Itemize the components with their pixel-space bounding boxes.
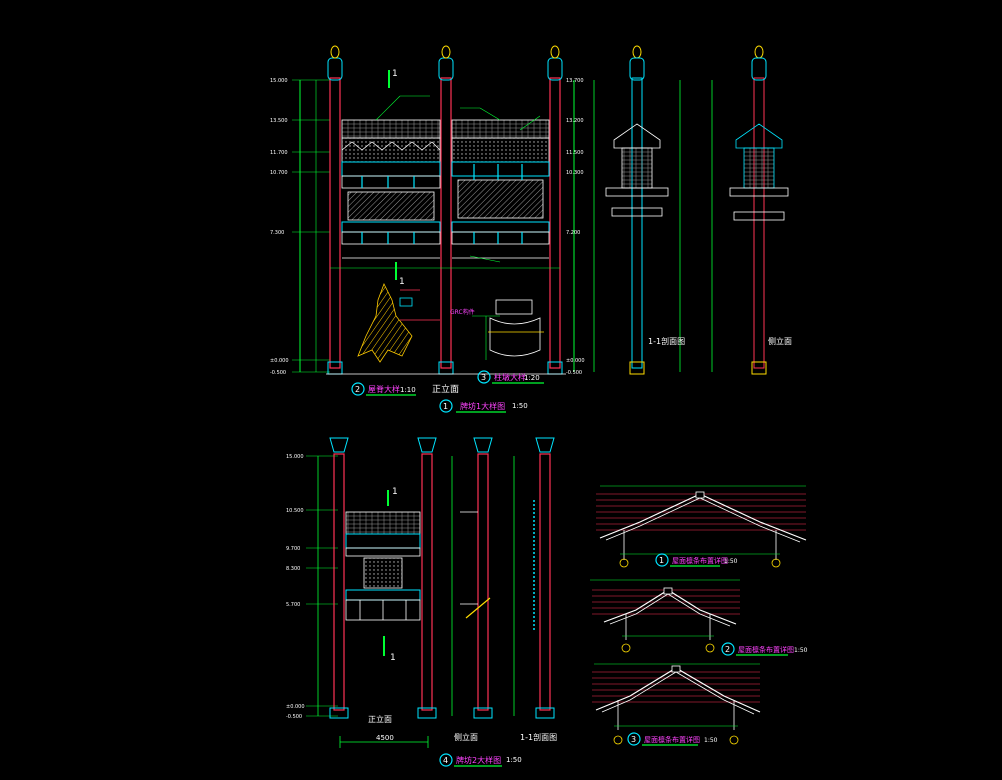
elev-label: -0.500 [286,714,302,720]
elev-label: 8.300 [286,566,300,572]
roof3-label: 屋面檩条布置详图 [644,735,700,744]
elev-label: 11.500 [566,150,584,156]
section-mark: 1 [399,277,405,287]
elev-label: 7.200 [566,230,580,236]
front-elevation-2-label: 正立面 [368,714,392,724]
sheet-title: 牌坊2大样图 [456,755,501,765]
elev-label: 11.700 [270,150,288,156]
bottom-sheet: 15.000 10.500 9.700 8.300 5.700 ±0.000 -… [286,437,557,767]
column-right [547,45,563,375]
section-2-label: 1-1剖面图 [520,732,557,742]
elev-label: 15.000 [286,454,304,460]
sheet-scale: 1:50 [506,756,522,764]
sheet-title-4: 4 牌坊2大样图 1:50 [439,753,522,767]
elev-label: 10.700 [270,170,288,176]
roof-detail-1: 1 屋面檩条布置详图 1:50 [596,485,807,568]
sheet-scale: 1:50 [512,402,528,410]
detail2-label: 屋脊大样 [368,384,400,394]
elev-label: 13.200 [566,118,584,124]
title-no: 4 [443,756,448,765]
roof2-no: 2 [725,645,730,654]
roof1-scale: 1:50 [724,558,738,565]
elev-label: 10.300 [566,170,584,176]
elev-label: -0.500 [566,370,582,376]
section-mark: 1 [392,487,398,497]
section-mark: 1 [392,69,398,79]
elev-label: 10.500 [286,508,304,514]
section-label: 1-1剖面图 [648,336,685,346]
roof1-label: 屋面檩条布置详图 [672,556,728,565]
sheet-title: 牌坊1大样图 [460,401,505,411]
section-1-1-top: 1-1剖面图 [593,45,685,375]
roof3-no: 3 [631,735,636,744]
roof2-label: 屋面檩条布置详图 [738,645,794,654]
column-left [327,45,343,375]
elev-label: 15.000 [270,78,288,84]
elev-label: 5.700 [286,602,300,608]
section-1-1-bottom: 1-1剖面图 [513,437,557,742]
roof-detail-3: 3 屋面檩条布置详图 1:50 [592,663,761,746]
roof2-scale: 1:50 [794,647,808,654]
detail2-no: 2 [355,385,360,394]
elev-label: 9.700 [286,546,300,552]
detail3-scale: 1:20 [524,374,540,382]
bay-right [451,119,550,259]
side-elevation-2: 侧立面 [451,437,493,742]
title-no: 1 [443,402,448,411]
front-elevation-label: 正立面 [432,383,459,395]
side-elevation-label: 侧立面 [768,336,792,346]
detail-ridge: 2 屋脊大样 1:10 [351,283,440,396]
leader-lines [375,95,541,263]
top-sheet: 15.000 13.500 11.700 10.700 7.300 ±0.000… [270,45,792,413]
front-elevation-2: 1 1 4500 正立面 [329,437,437,748]
roof-detail-2: 2 屋面檩条布置详图 1:50 [590,579,808,656]
detail3-no: 3 [481,373,486,382]
brackets [361,164,523,244]
sheet-title-1: 1 牌坊1大样图 1:50 [439,399,528,413]
elev-label: 13.700 [566,78,584,84]
section-mark: 1 [390,653,396,663]
elev-label: ±0.000 [270,358,289,364]
elev-label: 13.500 [270,118,288,124]
grc-note: GRC构件 [450,308,475,316]
detail-pier: GRC构件 3 柱墩大样 1:20 [450,299,544,384]
front-elevation-1: 15.000 13.500 11.700 10.700 7.300 ±0.000… [270,45,585,395]
elev-label: 7.300 [270,230,284,236]
elev-label: ±0.000 [566,358,585,364]
column-mid [438,45,454,375]
roof1-no: 1 [659,556,664,565]
roof3-scale: 1:50 [704,737,718,744]
detail2-scale: 1:10 [400,386,416,394]
detail3-label: 柱墩大样 [494,372,526,382]
elev-label: ±0.000 [286,704,305,710]
roof-details: 1 屋面檩条布置详图 1:50 2 屋面檩条布置详图 1:50 [590,485,808,746]
side-elevation-top: 侧立面 [711,45,792,375]
elev-label: -0.500 [270,370,286,376]
side-elevation-2-label: 侧立面 [454,732,478,742]
width-dim: 4500 [376,734,394,742]
bay-left [341,119,441,259]
